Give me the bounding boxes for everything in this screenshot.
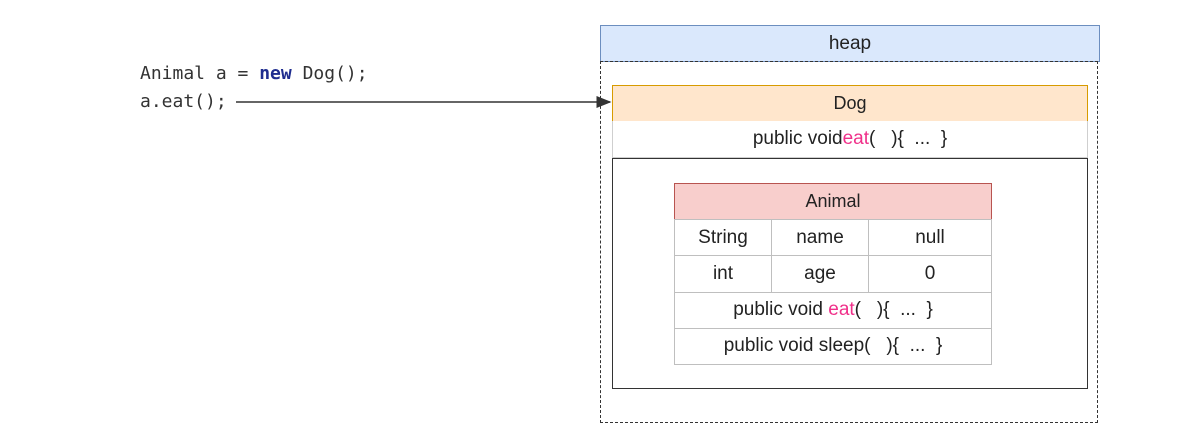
method-suffix: ( ){ ... } (869, 128, 948, 149)
field-row: String name null (674, 218, 992, 257)
method-name: eat (828, 299, 855, 321)
code-text: Animal a = (140, 63, 260, 84)
code-line-1: Animal a = new Dog(); (140, 62, 368, 86)
animal-method-eat: public void eat( ){ ... } (674, 291, 992, 329)
method-prefix: public void sleep (723, 335, 865, 357)
method-prefix: public void (733, 299, 829, 321)
heap-header: heap (600, 25, 1100, 62)
method-suffix: ( ){ ... } (854, 299, 933, 321)
animal-method-sleep: public void sleep( ){ ... } (674, 327, 992, 366)
method-name: eat (842, 128, 870, 149)
field-name: name (771, 218, 869, 257)
animal-object-header: Animal (674, 183, 992, 220)
method-suffix: ( ){ ... } (864, 335, 943, 357)
field-type: String (674, 218, 772, 257)
animal-members-table: String name null int age 0 public void e… (674, 218, 992, 366)
method-row: public void sleep( ){ ... } (674, 327, 992, 366)
field-value: 0 (868, 255, 992, 293)
method-row: public void eat( ){ ... } (674, 291, 992, 329)
field-name: age (771, 255, 869, 293)
field-row: int age 0 (674, 255, 992, 293)
heap-region (600, 61, 1098, 423)
code-keyword-new: new (259, 63, 292, 84)
method-prefix: public void (752, 128, 843, 149)
dog-method-eat: public void eat( ){ ... } (612, 121, 1088, 158)
code-text: Dog(); (291, 63, 368, 84)
field-value: null (868, 218, 992, 257)
code-line-2: a.eat(); (140, 91, 227, 112)
dog-object-header: Dog (612, 85, 1088, 122)
field-type: int (674, 255, 772, 293)
